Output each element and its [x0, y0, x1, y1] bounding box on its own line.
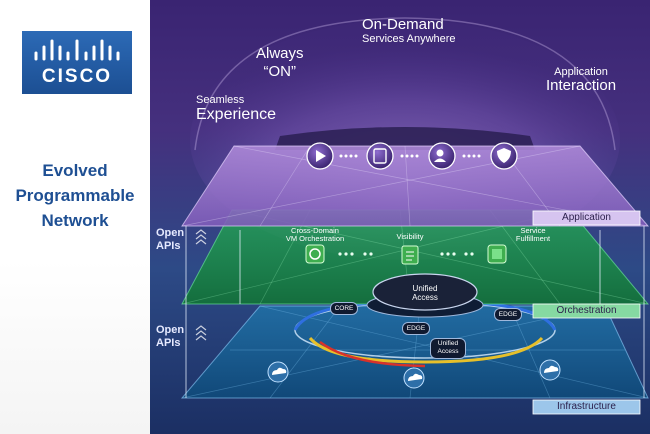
dome-base — [275, 127, 535, 150]
tagline-line: Evolved — [42, 161, 108, 180]
cloud-icon — [539, 359, 561, 381]
edge-tag-left: EDGE — [402, 322, 430, 335]
unified-access-tag: Unified Access — [430, 338, 466, 359]
orchestration-signal-dots — [338, 252, 474, 256]
logo-text: CISCO — [41, 66, 113, 87]
infrastructure-label-box — [532, 399, 641, 415]
infrastructure-layer-label: Infrastructure — [557, 401, 616, 412]
open-apis-arrows — [195, 229, 207, 341]
application-plane — [181, 145, 650, 227]
application-label-box — [532, 210, 641, 226]
tablet-icon — [366, 142, 394, 170]
application-layer-label: Application — [562, 212, 611, 223]
left-panel: CISCO Evolved Programmable Network — [0, 0, 150, 434]
orchestration-layer-label: Orchestration — [556, 305, 617, 316]
diagram-graphics — [180, 17, 650, 415]
layer-connectors — [185, 226, 645, 398]
tagline-line: Programmable — [15, 186, 135, 205]
dome-outline — [194, 17, 616, 151]
cisco-bridge-icon — [34, 39, 120, 61]
orchestration-label-box — [532, 303, 641, 319]
visibility-label: Visibility — [396, 232, 424, 241]
service-fulfillment-icon — [487, 244, 507, 264]
shield-icon — [490, 142, 518, 170]
ring-red-arc — [319, 341, 426, 368]
application-interaction-label: Application Interaction — [546, 66, 617, 94]
always-on-label: Always “ON” — [256, 45, 304, 80]
open-apis-label-upper: Open APIs — [156, 227, 185, 252]
network-diagram: Seamless Experience Always “ON” On-Deman… — [150, 0, 650, 434]
unified-access-hub — [372, 273, 478, 311]
user-profile-icon — [428, 142, 456, 170]
play-icon — [306, 142, 334, 170]
seamless-experience-label: Seamless Experience — [196, 94, 277, 123]
ring-yellow-arc — [308, 336, 544, 364]
core-tag: CORE — [330, 302, 358, 315]
vm-orchestration-icon — [305, 244, 325, 264]
open-apis-label-lower: Open APIs — [156, 324, 185, 349]
service-fulfillment-label: Service Fulfillment — [515, 226, 551, 243]
cloud-icon — [267, 361, 289, 383]
application-signal-dots — [339, 154, 481, 158]
cloud-icon — [403, 367, 425, 389]
edge-tag-right: EDGE — [494, 308, 522, 321]
visibility-icon — [401, 245, 419, 265]
vm-orchestration-label: Cross-Domain VM Orchestration — [285, 226, 345, 243]
cisco-logo: CISCO — [22, 31, 132, 94]
unified-access-label: Unified Access — [412, 284, 438, 302]
tagline-line: Network — [41, 211, 109, 230]
on-demand-label: On-Demand Services Anywhere — [362, 16, 456, 45]
tagline: Evolved Programmable Network — [0, 158, 150, 233]
